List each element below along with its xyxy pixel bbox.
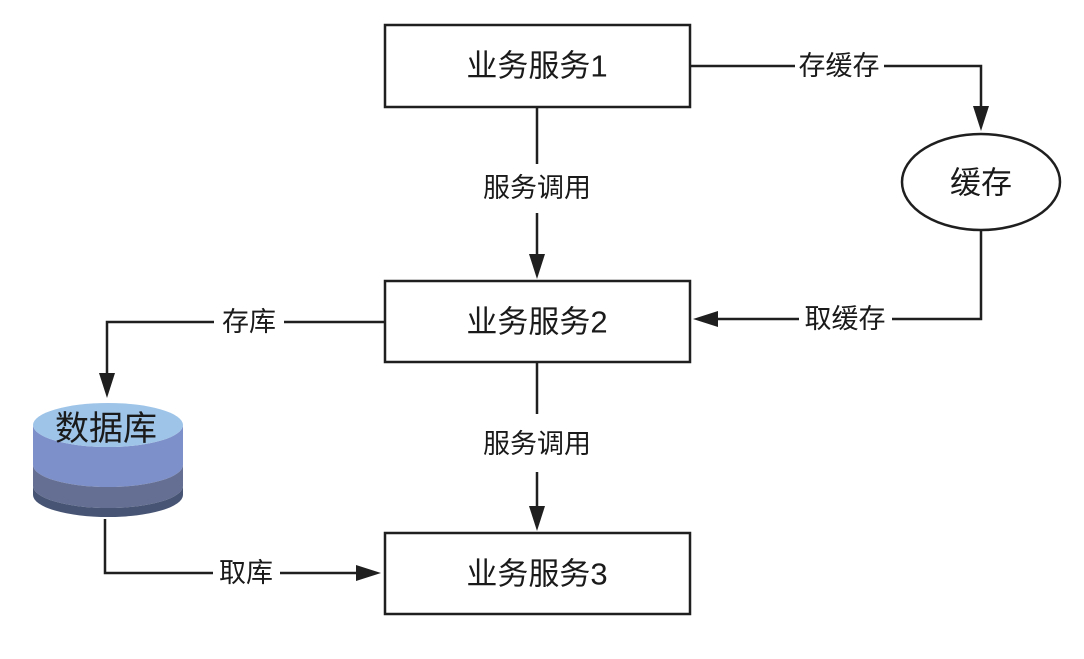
database-cylinder — [33, 403, 183, 517]
arrowhead-into-service3-top — [529, 506, 545, 531]
database-band-upper — [33, 425, 183, 487]
edge-lines — [103, 64, 983, 575]
service3-box — [383, 531, 692, 616]
service1-label: 业务服务1 — [466, 49, 607, 84]
edge-label-store-db: 存库 — [222, 307, 276, 337]
arrowhead-into-database — [99, 373, 115, 398]
cache-ellipse — [900, 132, 1062, 232]
edge-label-read-cache: 取缓存 — [805, 304, 886, 334]
edge-label-service-call-2: 服务调用 — [483, 429, 591, 459]
edge-service2-database-line — [105, 320, 385, 375]
database-top-ellipse — [33, 403, 183, 447]
database-band-middle — [33, 465, 183, 508]
edge-label-service-call-1: 服务调用 — [483, 173, 591, 203]
database-label: 数据库 — [55, 410, 157, 448]
arrowhead-into-service2-right — [693, 311, 718, 327]
edge-label-read-db: 取库 — [219, 558, 273, 588]
cache-label: 缓存 — [950, 166, 1012, 201]
edge-service1-cache-line — [690, 64, 983, 108]
arrowhead-into-cache — [973, 106, 989, 131]
diagram-text: 业务服务1 业务服务2 业务服务3 缓存 数据库 服务调用 存缓存 取缓存 存库… — [55, 49, 1012, 592]
database-band-bottom — [33, 486, 183, 517]
service3-label: 业务服务3 — [466, 557, 607, 592]
edge-database-service3-line — [103, 519, 356, 575]
node-shapes — [383, 23, 1062, 616]
edge-label-store-cache: 存缓存 — [799, 51, 880, 81]
arrowhead-into-service2-top — [529, 254, 545, 279]
edge-cache-service2-line — [716, 230, 983, 321]
arrowheads — [99, 106, 989, 581]
service2-box — [383, 279, 692, 364]
service2-label: 业务服务2 — [466, 305, 607, 340]
arrowhead-into-service3-left — [356, 565, 381, 581]
service1-box — [383, 23, 692, 109]
